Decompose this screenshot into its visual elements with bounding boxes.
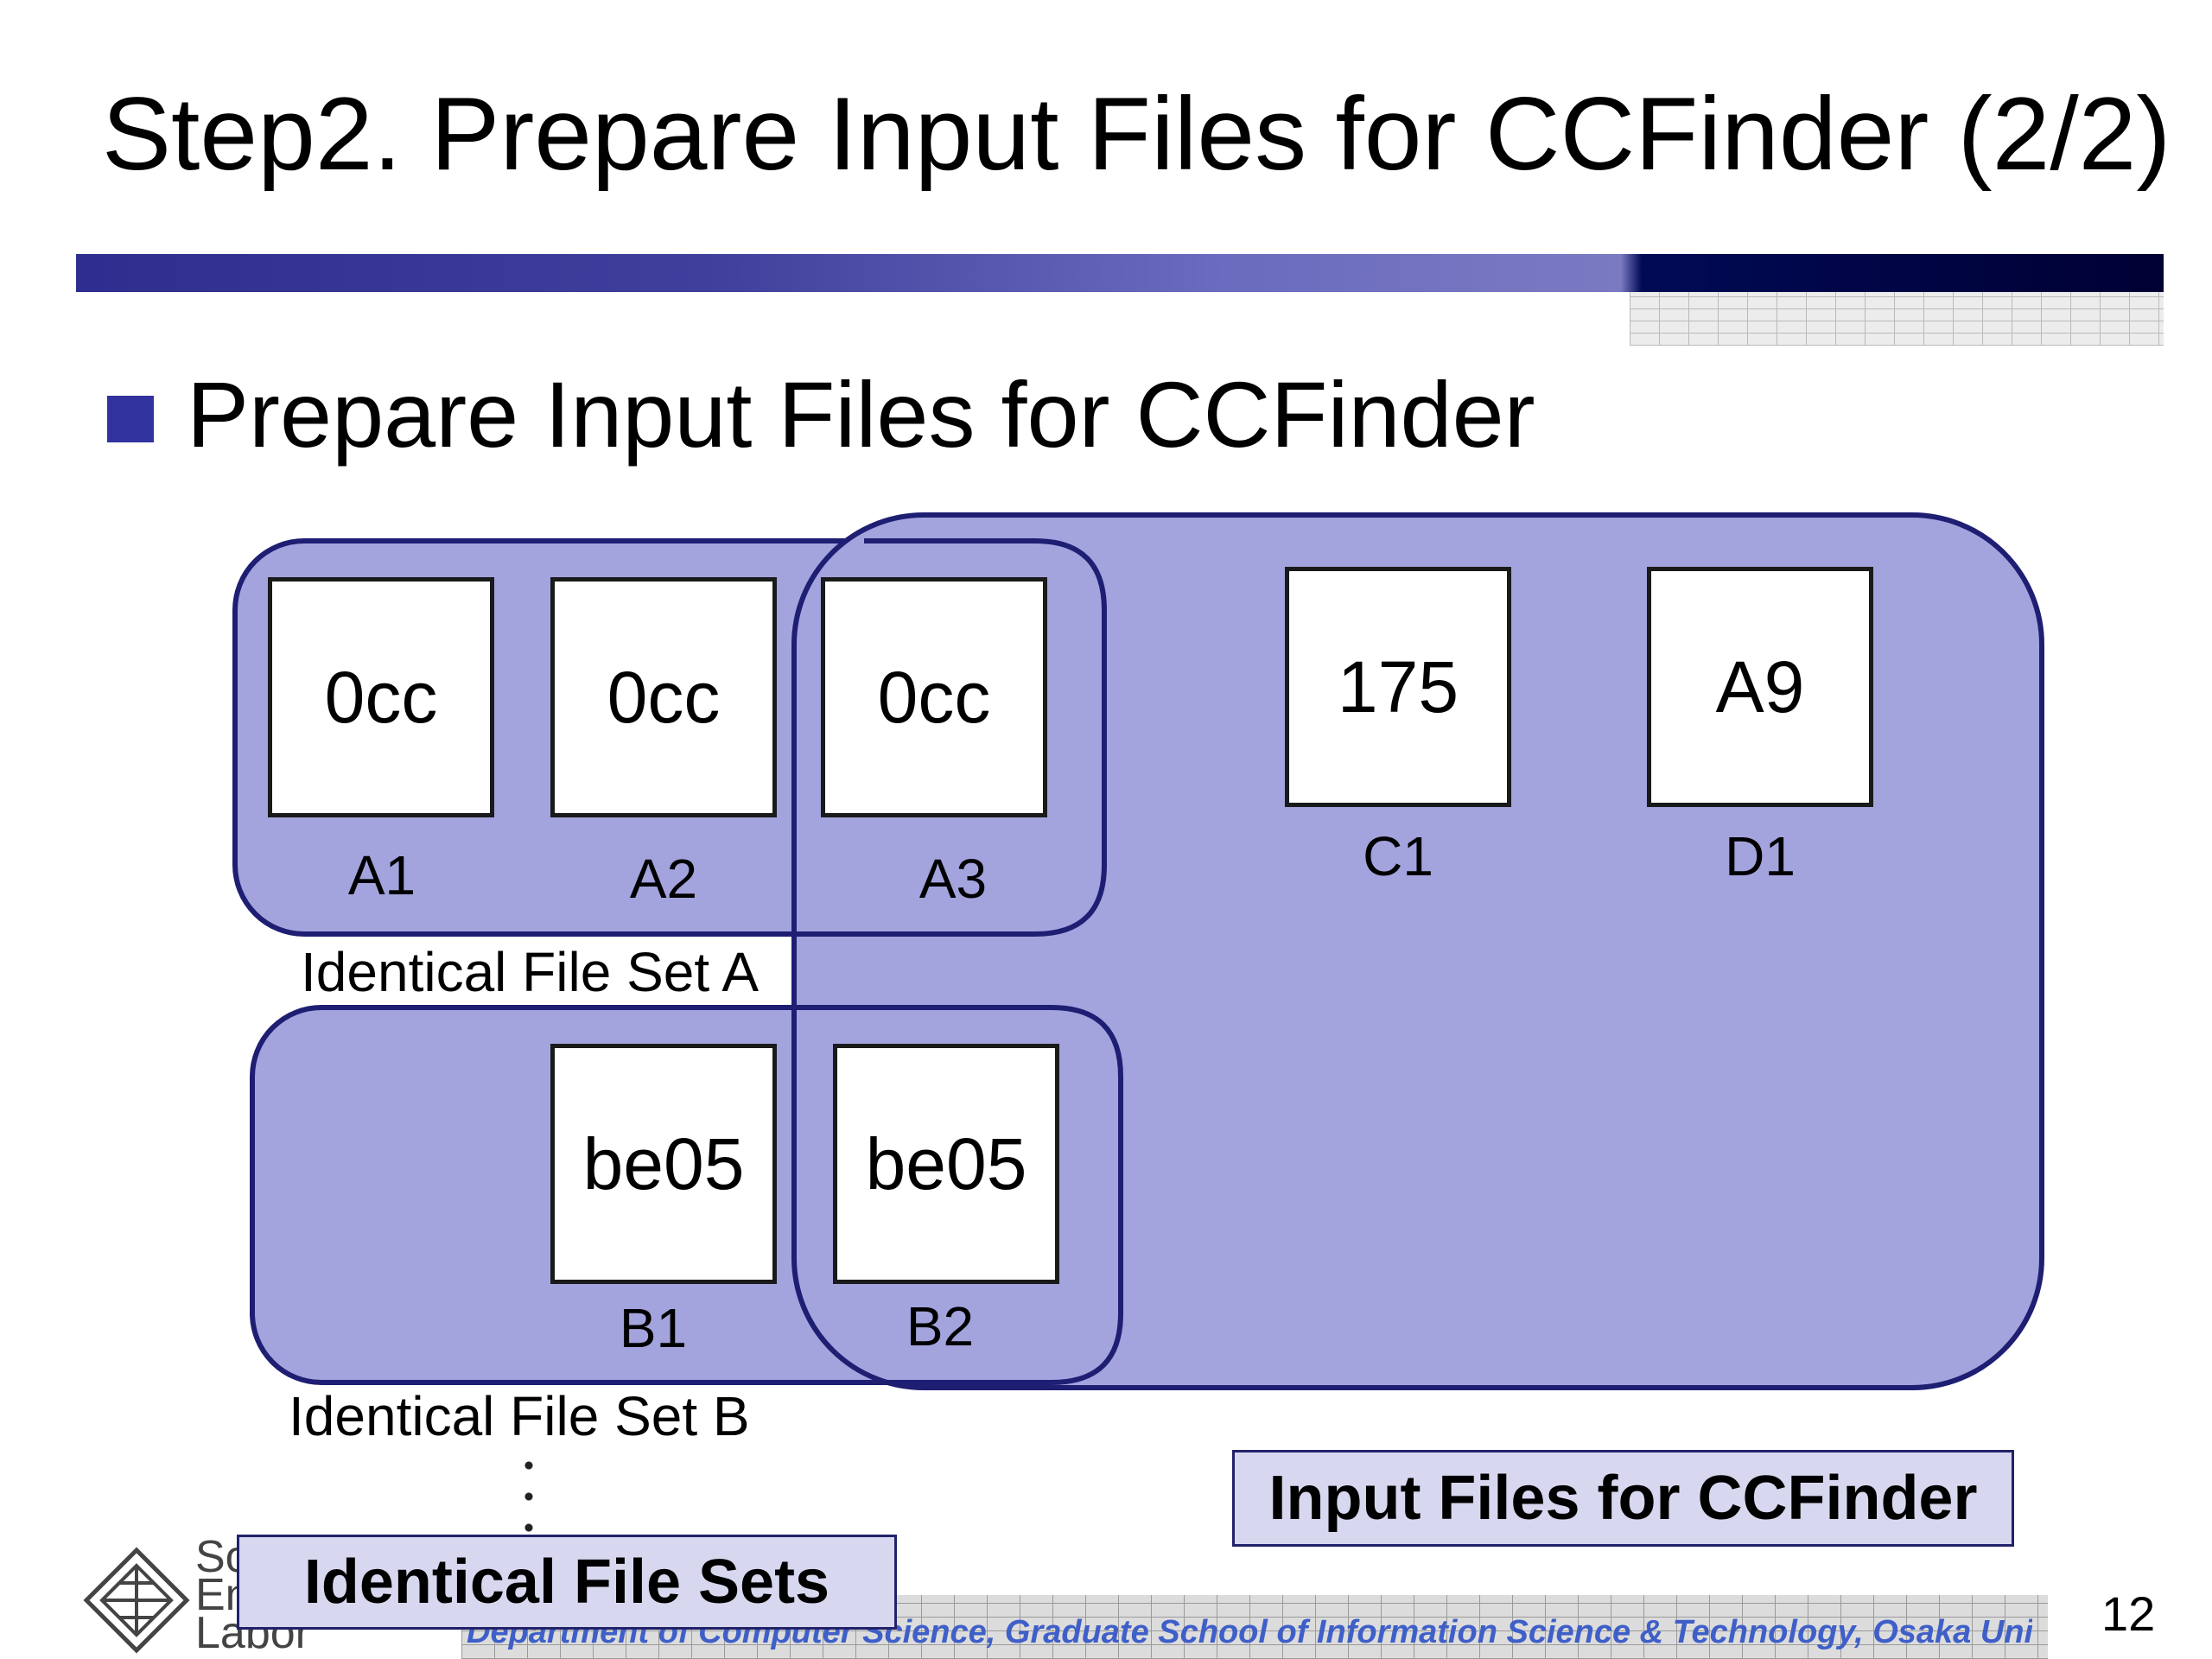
file-label-a3: A3 <box>918 848 988 910</box>
file-card-b1: be05 <box>550 1044 777 1284</box>
file-label-b2: B2 <box>906 1295 975 1357</box>
file-card-d1: A9 <box>1647 567 1873 807</box>
set-b-border-overlay <box>794 1005 1123 1385</box>
vertical-ellipsis <box>524 1450 534 1547</box>
file-label-a1: A1 <box>347 844 416 906</box>
file-card-a3: 0cc <box>821 577 1047 817</box>
slide-title: Step2. Prepare Input Files for CCFinder … <box>102 76 2171 192</box>
set-a-border-overlay <box>794 538 1107 937</box>
set-b-label: Identical File Set B <box>289 1385 750 1447</box>
set-a-label-gap <box>259 939 791 1001</box>
file-card-a2: 0cc <box>550 577 777 817</box>
identical-file-sets-callout: Identical File Sets <box>237 1535 897 1630</box>
file-label-b1: B1 <box>619 1297 688 1359</box>
file-label-d1: D1 <box>1725 825 1796 887</box>
file-card-b2: be05 <box>833 1044 1059 1284</box>
set-a-label: Identical File Set A <box>301 941 760 1003</box>
lab-logo-icon <box>83 1547 190 1654</box>
title-underline-bar <box>76 254 2164 292</box>
input-files-callout: Input Files for CCFinder <box>1232 1450 2014 1547</box>
file-label-c1: C1 <box>1363 825 1433 887</box>
page-number: 12 <box>2101 1586 2156 1641</box>
file-label-a2: A2 <box>629 848 698 910</box>
title-grid-decoration <box>1630 292 2164 346</box>
bullet-text: Prepare Input Files for CCFinder <box>187 362 1535 467</box>
bullet-square-icon <box>107 396 154 442</box>
file-card-c1: 175 <box>1285 567 1511 807</box>
file-card-a1: 0cc <box>268 577 494 817</box>
